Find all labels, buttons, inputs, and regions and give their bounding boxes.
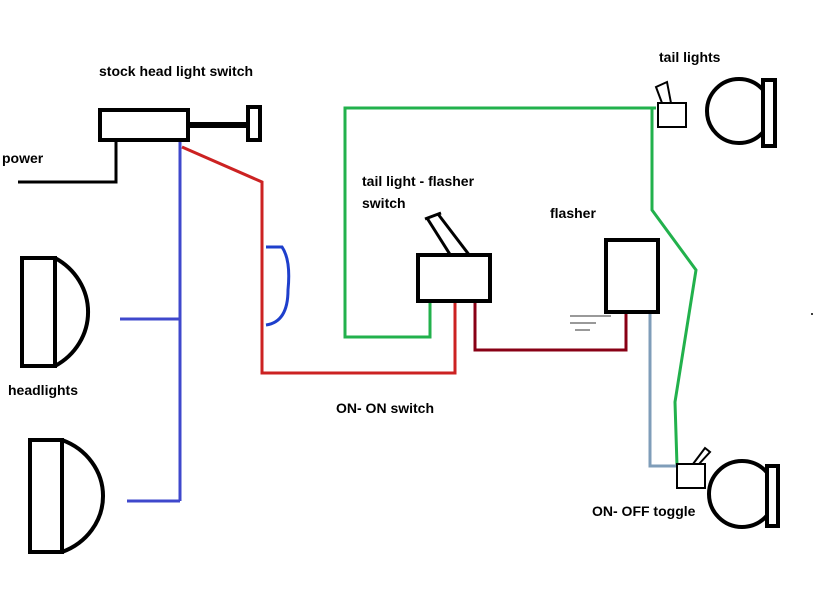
labels: stock head light switch power headlights… [2, 49, 721, 519]
on-on-switch-label: ON- ON switch [336, 400, 434, 416]
headlight-switch [98, 105, 262, 142]
on-on-switch-wire [265, 245, 291, 327]
green-tail-loop-wire [343, 106, 656, 339]
tail-lights-label: tail lights [659, 49, 721, 65]
headlight-top-lens [20, 256, 57, 368]
wires [18, 106, 698, 503]
stray-dot [811, 313, 813, 315]
flasher-label: flasher [550, 205, 596, 221]
flasher-feed-wire [473, 302, 628, 352]
flasher-unit [604, 238, 660, 314]
tail-flasher-switch-lever-cap [424, 211, 442, 221]
tail-flasher-switch-lever-a [425, 217, 453, 257]
headlight-top-dome [54, 256, 90, 368]
tail-flasher-switch-label-line2: switch [362, 195, 406, 211]
on-off-toggle-body [676, 463, 706, 489]
tail-flasher-switch [416, 211, 492, 303]
tail-flasher-switch-label: tail light - flasher [362, 173, 475, 189]
headlight-bottom [28, 438, 106, 554]
on-off-toggle [676, 446, 712, 489]
ground-symbol [570, 315, 611, 331]
headlight-bottom-dome [61, 438, 106, 554]
tail-light-top-tab [654, 80, 672, 104]
headlights-label: headlights [8, 382, 78, 398]
power-wire [18, 140, 118, 184]
on-off-toggle-label: ON- OFF toggle [592, 503, 696, 519]
headlight-switch-label: stock head light switch [99, 63, 253, 79]
headlight-switch-shaft [188, 122, 250, 128]
green-tail-drop-wire [650, 108, 698, 467]
tail-light-top-lens [761, 78, 777, 148]
red-switch-wire [181, 145, 457, 375]
toggle-wire [648, 312, 677, 468]
headlight-switch-body [98, 108, 190, 142]
power-label: power [2, 150, 44, 166]
headlight-bottom-lens [28, 438, 64, 554]
headlight-switch-knob [246, 105, 262, 142]
tail-light-top [654, 77, 777, 148]
headlight-top [20, 256, 90, 368]
tail-light-bottom-lens [765, 464, 780, 528]
tail-light-top-socket [657, 102, 687, 128]
tail-flasher-switch-lever-b [436, 213, 472, 257]
tail-light-bottom [707, 459, 780, 529]
tail-flasher-switch-body [416, 253, 492, 303]
on-off-toggle-lever [692, 446, 712, 465]
